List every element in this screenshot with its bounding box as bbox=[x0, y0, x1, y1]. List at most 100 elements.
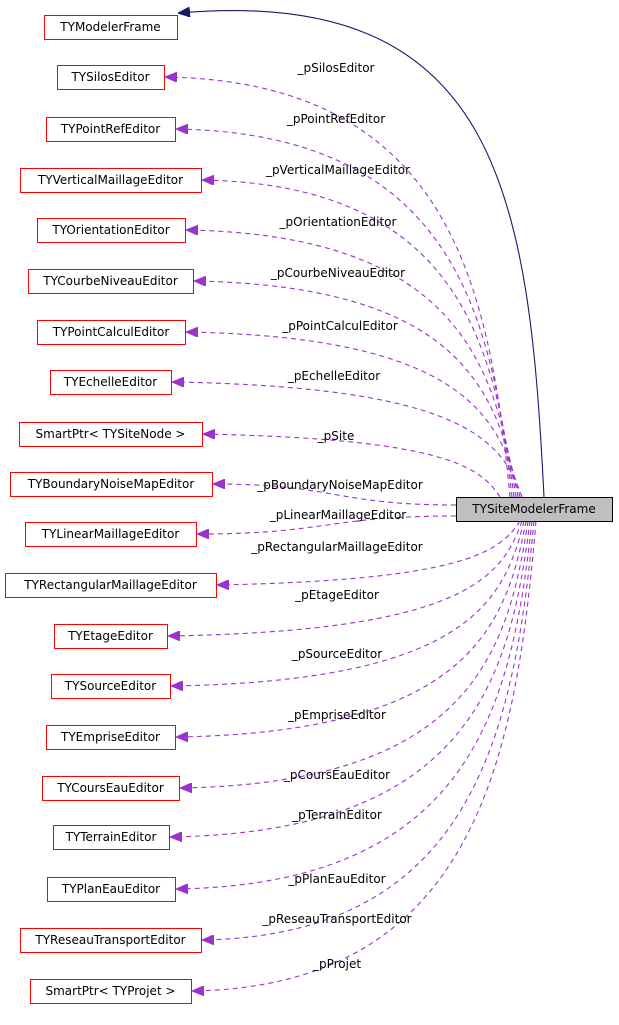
class-node[interactable]: TYModelerFrame bbox=[44, 15, 178, 40]
class-node-label: TYRectangularMaillageEditor bbox=[23, 578, 197, 592]
member-edge bbox=[177, 129, 513, 498]
class-node-label: TYPlanEauEditor bbox=[61, 882, 160, 896]
member-edge bbox=[214, 484, 457, 506]
class-node-label: TYReseauTransportEditor bbox=[34, 933, 185, 947]
member-edge bbox=[171, 520, 531, 837]
edge-label: _pProjet bbox=[312, 957, 361, 971]
class-node[interactable]: TYPlanEauEditor bbox=[47, 877, 176, 902]
class-node-box bbox=[54, 624, 168, 649]
class-node[interactable]: TYVerticalMaillageEditor bbox=[20, 168, 202, 193]
member-edge bbox=[204, 434, 501, 498]
member-edge bbox=[169, 520, 523, 636]
edge-label: _pEchelleEditor bbox=[287, 369, 380, 383]
class-node-box bbox=[42, 776, 180, 801]
edges-layer bbox=[166, 11, 545, 991]
edge-label: _pPointRefEditor bbox=[286, 112, 385, 126]
class-node-box bbox=[25, 522, 197, 547]
edge-label: _pCoursEauEditor bbox=[283, 768, 390, 782]
class-node[interactable]: TYTerrainEditor bbox=[53, 825, 170, 850]
member-edge bbox=[198, 515, 457, 534]
class-node-box bbox=[53, 825, 170, 850]
edge-label: _pOrientationEditor bbox=[279, 215, 397, 229]
edge-label: _pEtageEditor bbox=[294, 588, 379, 602]
class-node-label: TYBoundaryNoiseMapEditor bbox=[27, 477, 195, 491]
edge-label: _pPlanEauEditor bbox=[287, 872, 385, 886]
edge-label: _pSilosEditor bbox=[296, 61, 374, 75]
class-node-label: SmartPtr< TYProjet > bbox=[45, 984, 175, 998]
edge-label: _pRectangularMaillageEditor bbox=[250, 540, 423, 554]
member-edge bbox=[177, 520, 527, 737]
member-edge bbox=[203, 520, 535, 940]
class-node-box bbox=[44, 15, 178, 40]
class-node-label: TYCoursEauEditor bbox=[56, 781, 164, 795]
class-node-box bbox=[30, 979, 192, 1004]
member-edge bbox=[193, 520, 537, 991]
class-node-label: TYOrientationEditor bbox=[51, 223, 169, 237]
class-node[interactable]: TYLinearMaillageEditor bbox=[25, 522, 197, 547]
member-edge bbox=[181, 520, 529, 788]
class-node[interactable]: TYCoursEauEditor bbox=[42, 776, 180, 801]
class-node[interactable]: TYEchelleEditor bbox=[50, 370, 172, 395]
class-node-label: TYSilosEditor bbox=[70, 70, 149, 84]
class-node[interactable]: TYSourceEditor bbox=[51, 674, 171, 699]
nodes-layer: TYModelerFrameTYSilosEditorTYPointRefEdi… bbox=[5, 15, 613, 1004]
edge-label: _pVerticalMaillageEditor bbox=[265, 163, 410, 177]
edge-label: _pPointCalculEditor bbox=[281, 319, 398, 333]
class-node-box bbox=[37, 218, 186, 243]
class-node-label: TYCourbeNiveauEditor bbox=[42, 274, 178, 288]
class-node[interactable]: TYPointCalculEditor bbox=[37, 320, 186, 345]
class-node-box bbox=[20, 928, 202, 953]
member-edge bbox=[187, 332, 521, 498]
member-edge bbox=[177, 520, 533, 889]
edge-label: _pReseauTransportEditor bbox=[261, 912, 411, 926]
class-node-label: TYSourceEditor bbox=[64, 679, 156, 693]
class-node-label: TYEmpriseEditor bbox=[60, 730, 160, 744]
inheritance-edge bbox=[179, 11, 545, 498]
class-node-box bbox=[20, 168, 202, 193]
central-class-label: TYSiteModelerFrame bbox=[471, 502, 595, 516]
class-node[interactable]: TYSilosEditor bbox=[57, 65, 165, 90]
class-node[interactable]: TYEtageEditor bbox=[54, 624, 168, 649]
class-node-box bbox=[51, 674, 171, 699]
class-node-label: TYPointRefEditor bbox=[60, 122, 160, 136]
edge-label: _pEmpriseEditor bbox=[287, 708, 386, 722]
class-node[interactable]: TYOrientationEditor bbox=[37, 218, 186, 243]
class-node-label: TYPointCalculEditor bbox=[52, 325, 170, 339]
class-node[interactable]: TYCourbeNiveauEditor bbox=[28, 269, 194, 294]
class-node[interactable]: SmartPtr< TYSiteNode > bbox=[19, 422, 203, 447]
class-node[interactable]: TYReseauTransportEditor bbox=[20, 928, 202, 953]
class-node[interactable]: TYBoundaryNoiseMapEditor bbox=[10, 472, 213, 497]
edge-label: _pLinearMaillageEditor bbox=[269, 508, 407, 522]
class-node-label: TYVerticalMaillageEditor bbox=[37, 173, 183, 187]
edge-label: _pBoundaryNoiseMapEditor bbox=[256, 478, 423, 492]
class-node-box bbox=[37, 320, 186, 345]
class-node[interactable]: TYPointRefEditor bbox=[46, 117, 176, 142]
class-node-label: SmartPtr< TYSiteNode > bbox=[36, 427, 186, 441]
class-node-box bbox=[10, 472, 213, 497]
class-node-label: TYEchelleEditor bbox=[63, 375, 157, 389]
class-node-box bbox=[19, 422, 203, 447]
central-class-node[interactable]: TYSiteModelerFrame bbox=[456, 497, 613, 522]
class-node-box bbox=[46, 725, 176, 750]
member-edge bbox=[187, 230, 517, 498]
class-node-box bbox=[50, 370, 172, 395]
member-edge bbox=[195, 281, 519, 498]
class-node[interactable]: TYRectangularMaillageEditor bbox=[5, 573, 217, 598]
class-node-label: TYModelerFrame bbox=[59, 20, 160, 34]
member-edge bbox=[172, 520, 525, 686]
class-node-box bbox=[57, 65, 165, 90]
class-node-box bbox=[28, 269, 194, 294]
member-edge bbox=[173, 382, 523, 498]
edge-label: _pCourbeNiveauEditor bbox=[270, 266, 405, 280]
class-node-label: TYTerrainEditor bbox=[65, 830, 157, 844]
class-node[interactable]: TYEmpriseEditor bbox=[46, 725, 176, 750]
class-node[interactable]: SmartPtr< TYProjet > bbox=[30, 979, 192, 1004]
edge-labels-layer: _pSilosEditor _pPointRefEditor _pVerticalM… bbox=[250, 61, 423, 971]
class-node-label: TYEtageEditor bbox=[67, 629, 153, 643]
edge-label: _pSourceEditor bbox=[291, 647, 382, 661]
member-edge bbox=[218, 520, 521, 585]
edge-label: _pTerrainEditor bbox=[291, 808, 382, 822]
class-node-box bbox=[47, 877, 176, 902]
class-node-label: TYLinearMaillageEditor bbox=[41, 527, 180, 541]
